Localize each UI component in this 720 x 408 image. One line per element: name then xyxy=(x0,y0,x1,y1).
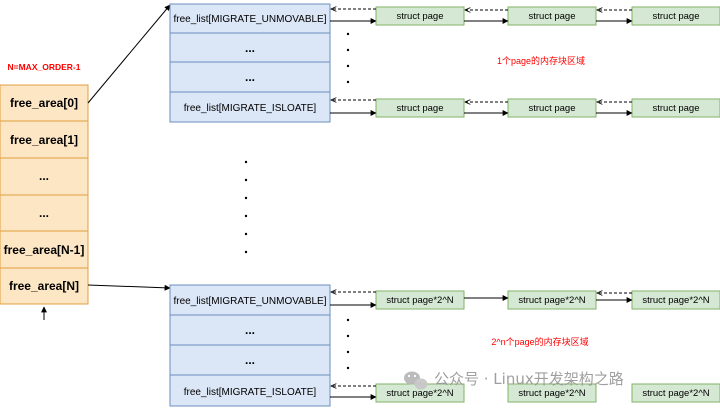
struct-page-box xyxy=(507,383,597,403)
struct-page-label: struct page*2^N xyxy=(518,388,585,399)
free-area-2-label: ... xyxy=(39,169,49,183)
struct-page-label: struct page xyxy=(529,11,576,22)
free-area-n-box xyxy=(0,267,89,305)
struct-page-label: struct page*2^N xyxy=(386,295,453,306)
free-area-3-label: ... xyxy=(39,206,49,220)
block-note-order-0: 1个page的内存块区域 xyxy=(497,55,585,66)
struct-page-label: struct page*2^N xyxy=(642,295,709,306)
free-list-unmovable-label: free_list[MIGRATE_UNMOVABLE] xyxy=(174,14,327,25)
watermark: 公众号 · Linux开发架构之路 xyxy=(404,370,624,390)
free-list-block-order-n: free_list[MIGRATE_UNMOVABLE] ... ... fre… xyxy=(169,284,331,407)
vertical-dots-top xyxy=(346,32,350,84)
struct-page-box xyxy=(375,6,465,26)
free-area-1-label: free_area[1] xyxy=(10,133,78,147)
free-list-isolate-label: free_list[MIGRATE_ISLOATE] xyxy=(184,103,317,114)
struct-page-box xyxy=(507,98,597,118)
free-list-ellipsis-label: ... xyxy=(245,323,255,337)
page-chain-order-n-unmovable: struct page*2^N struct page*2^N struct p… xyxy=(330,290,720,310)
free-area-n-1-box xyxy=(0,230,89,269)
struct-page-box xyxy=(375,290,465,310)
free-area-1-box xyxy=(0,120,89,159)
struct-page-label: struct page*2^N xyxy=(642,388,709,399)
struct-page-box xyxy=(507,6,597,26)
page-chain-order-0-unmovable: struct page struct page struct page xyxy=(330,6,720,26)
free-list-ellipsis-label: ... xyxy=(245,41,255,55)
free-list-row-box xyxy=(169,284,331,316)
struct-page-box xyxy=(631,6,720,26)
free-list-row-box xyxy=(169,3,331,34)
struct-page-label: struct page xyxy=(653,11,700,22)
free-list-unmovable-label: free_list[MIGRATE_UNMOVABLE] xyxy=(174,296,327,307)
free-area-column: free_area[0] free_area[1] ... ... free_a… xyxy=(0,84,89,305)
struct-page-label: struct page xyxy=(653,103,700,114)
free-list-row-box xyxy=(169,91,331,123)
wechat-icon xyxy=(404,371,428,390)
free-list-block-order-0: free_list[MIGRATE_UNMOVABLE] ... ... fre… xyxy=(169,3,331,123)
struct-page-label: struct page*2^N xyxy=(518,295,585,306)
free-list-row-box xyxy=(169,344,331,376)
vertical-dots-bottom xyxy=(346,318,350,370)
page-chain-order-n-isolate: struct page*2^N struct page*2^N struct p… xyxy=(330,383,720,403)
struct-page-box xyxy=(631,98,720,118)
free-list-ellipsis-label: ... xyxy=(245,353,255,367)
free-area-0-label: free_area[0] xyxy=(10,96,78,110)
free-list-isolate-label: free_list[MIGRATE_ISLOATE] xyxy=(184,387,317,398)
struct-page-box xyxy=(631,383,720,403)
vertical-dots-middle xyxy=(244,160,248,254)
struct-page-label: struct page xyxy=(529,103,576,114)
free-list-row-box xyxy=(169,314,331,346)
struct-page-label: struct page xyxy=(397,103,444,114)
page-chain-order-0-isolate: struct page struct page struct page xyxy=(330,98,720,118)
free-list-row-box xyxy=(169,374,331,407)
free-area-3-box xyxy=(0,194,89,232)
struct-page-label: struct page xyxy=(397,11,444,22)
free-area-2-box xyxy=(0,157,89,196)
free-list-ellipsis-label: ... xyxy=(245,70,255,84)
free-area-n-1-label: free_area[N-1] xyxy=(4,243,85,257)
watermark-text: 公众号 · Linux开发架构之路 xyxy=(434,370,624,388)
struct-page-box xyxy=(375,98,465,118)
free-area-0-to-list-arrow xyxy=(87,4,171,104)
max-order-label: N=MAX_ORDER-1 xyxy=(8,62,81,72)
block-note-order-n: 2^n个page的内存块区域 xyxy=(491,336,588,347)
struct-page-label: struct page*2^N xyxy=(386,388,453,399)
free-area-n-label: free_area[N] xyxy=(9,279,79,293)
free-area-n-to-list-arrow xyxy=(87,284,171,291)
